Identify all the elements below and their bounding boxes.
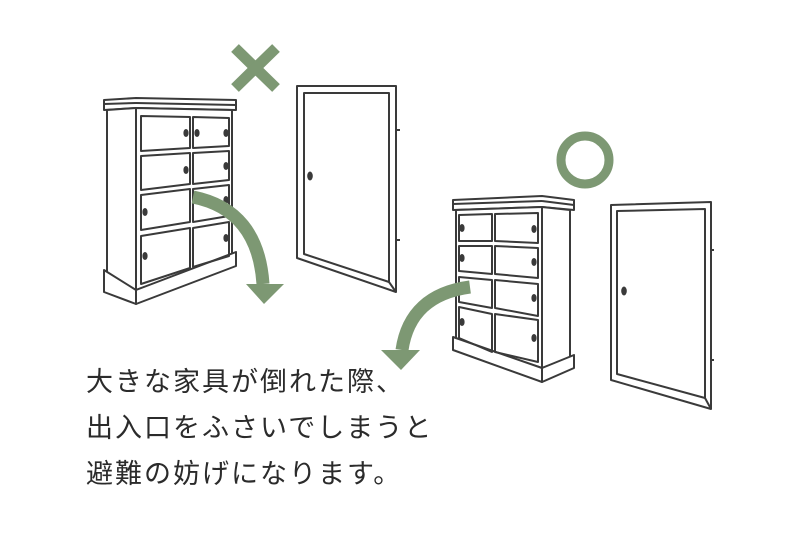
cross-mark-icon [231, 44, 280, 92]
cabinet-right [452, 195, 575, 383]
cabinet-left [103, 97, 237, 305]
caption-line-3: 避難の妨げになります。 [86, 459, 403, 490]
fall-arrow-left [191, 190, 284, 304]
door-right [610, 201, 714, 410]
door-left [296, 85, 400, 293]
warning-caption: 大きな家具が倒れた際、 出入口をふさいでしまうと 避難の妨げになります。 [86, 360, 506, 498]
circle-mark-icon [556, 131, 614, 189]
caption-line-1: 大きな家具が倒れた際、 [86, 367, 405, 398]
caption-line-2: 出入口をふさいでしまうと [86, 413, 434, 444]
fall-arrow-right [381, 280, 472, 370]
